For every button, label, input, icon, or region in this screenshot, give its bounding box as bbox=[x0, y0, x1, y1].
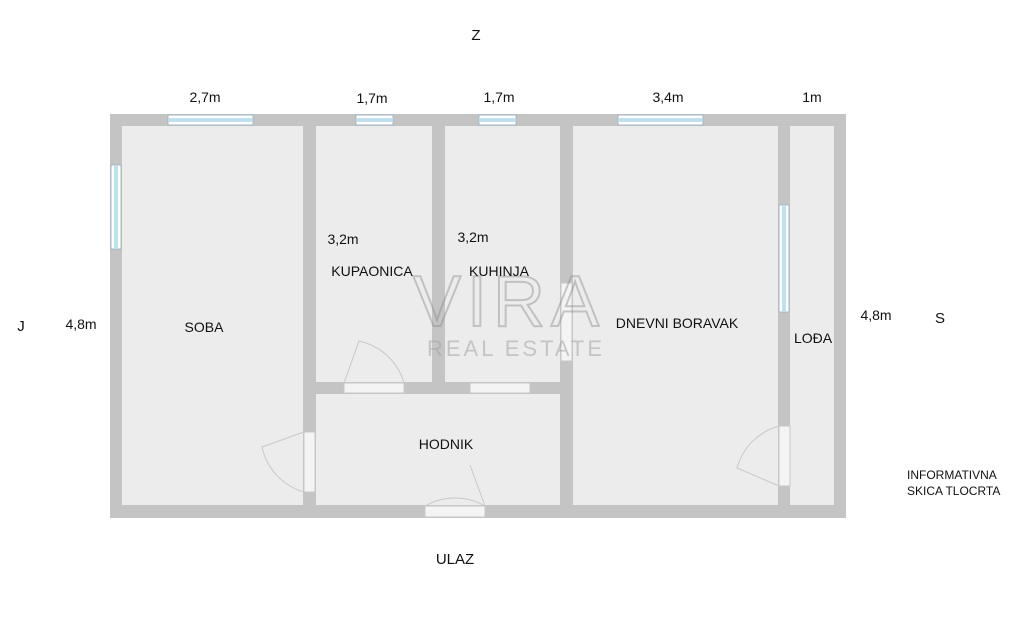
dim-kupaonica-depth: 3,2m bbox=[327, 231, 358, 247]
room-boravak: DNEVNI BORAVAK bbox=[616, 315, 739, 331]
dim-boravak-width: 3,4m bbox=[652, 89, 683, 105]
door-loda bbox=[778, 425, 791, 487]
doors bbox=[261, 282, 791, 518]
dim-soba-width: 2,7m bbox=[189, 89, 220, 105]
compass-north: Z bbox=[471, 27, 480, 44]
dim-kuhinja-depth: 3,2m bbox=[457, 229, 488, 245]
room-soba: SOBA bbox=[185, 319, 225, 335]
note-line-2: SKICA TLOCRTA bbox=[907, 484, 1000, 498]
opening-boravak bbox=[560, 282, 573, 362]
boravak-floor bbox=[573, 126, 778, 505]
door-kupaonica-swing bbox=[343, 340, 405, 384]
dim-right-height: 4,8m bbox=[860, 307, 891, 323]
room-hodnik: HODNIK bbox=[419, 436, 474, 452]
soba-floor bbox=[122, 126, 303, 505]
room-kupaonica: KUPAONICA bbox=[331, 263, 413, 279]
kupaonica-floor bbox=[316, 126, 432, 382]
entrance-label: ULAZ bbox=[436, 551, 474, 568]
note-line-1: INFORMATIVNA bbox=[907, 468, 997, 482]
door-loda-swing bbox=[736, 425, 780, 487]
door-soba bbox=[303, 431, 316, 493]
watermark-logo: VIRA bbox=[413, 262, 605, 342]
watermark-subtitle: REAL ESTATE bbox=[427, 336, 605, 361]
dim-kupaonica-width: 1,7m bbox=[356, 90, 387, 106]
dim-loda-width: 1m bbox=[802, 89, 821, 105]
windows bbox=[110, 114, 790, 313]
compass-south: J bbox=[17, 318, 25, 335]
door-entrance-swing bbox=[424, 464, 486, 508]
hodnik-floor bbox=[316, 394, 560, 505]
door-entrance bbox=[424, 505, 486, 518]
loda-floor bbox=[790, 126, 834, 505]
door-kuhinja bbox=[469, 382, 531, 394]
door-soba-swing bbox=[261, 431, 305, 493]
dim-left-height: 4,8m bbox=[65, 316, 96, 332]
room-kuhinja: KUHINJA bbox=[469, 263, 530, 279]
kuhinja-floor bbox=[445, 126, 560, 382]
compass-east: S bbox=[935, 310, 945, 327]
room-loda: LOĐA bbox=[794, 330, 833, 346]
door-kupaonica bbox=[343, 382, 405, 394]
dim-kuhinja-width: 1,7m bbox=[483, 89, 514, 105]
